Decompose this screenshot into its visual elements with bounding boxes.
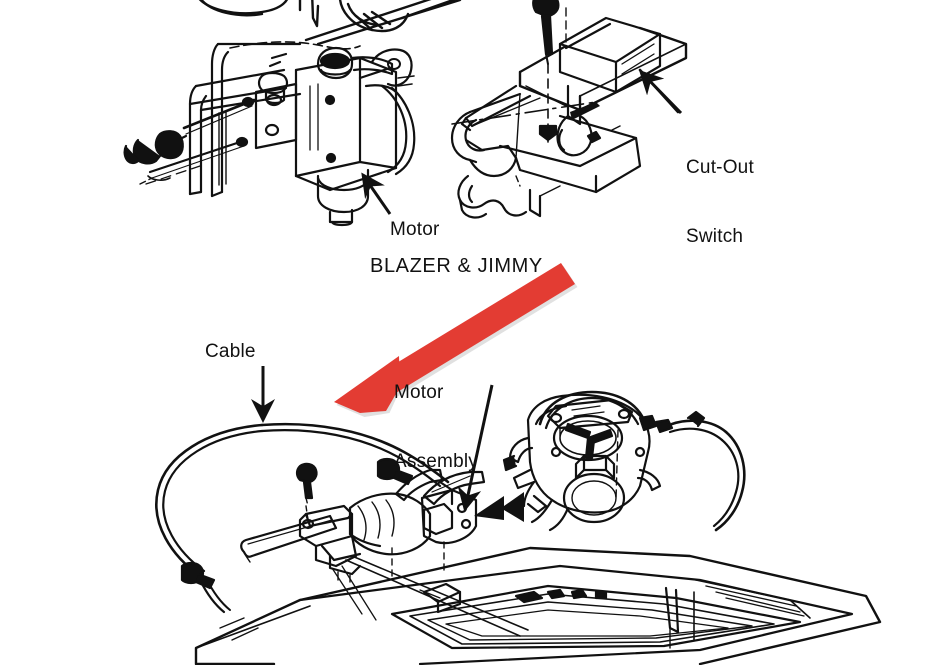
label-cut-out-switch: Cut-Out Switch [686, 110, 754, 294]
figure-cable-and-motor-assembly [155, 422, 486, 621]
figure-cut-out-switch [450, 0, 688, 219]
diagram-title: BLAZER & JIMMY [370, 255, 543, 277]
figure-top-fragments [198, 0, 462, 46]
label-motor-assembly-line1: Motor [394, 382, 444, 403]
figure-motor-detail [474, 390, 746, 532]
label-cable: Cable [205, 341, 256, 362]
label-motor: Motor [390, 219, 440, 240]
label-cut-out-switch-line2: Switch [686, 226, 744, 247]
label-cut-out-switch-line1: Cut-Out [686, 157, 754, 178]
figure-tailgate-panel [194, 546, 882, 665]
label-motor-assembly-line2: Assembly [394, 451, 478, 472]
label-motor-assembly: Motor Assembly [394, 335, 478, 519]
figure-motor-mount-bracket [123, 41, 416, 227]
